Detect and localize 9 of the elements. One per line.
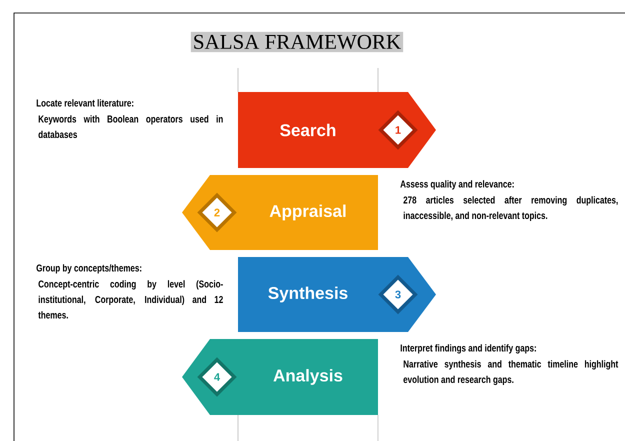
- description-heading: Group by concepts/themes:: [36, 264, 142, 274]
- description-heading: Interpret findings and identify gaps:: [400, 344, 536, 354]
- title: SALSA FRAMEWORK: [190, 32, 404, 52]
- description-text: Narrative synthesis and thematic timeline highlight evolution and research gaps.: [404, 360, 618, 386]
- description-text: Concept-centric coding by level (Socio-institutional, Corporate, Individual) and 12 themes.: [38, 280, 223, 319]
- description-text: 278 articles selected after removing duplicates, inaccessible, and non-relevant topics.: [403, 196, 618, 221]
- description-heading: Assess quality and relevance:: [400, 180, 514, 190]
- description-heading: Locate relevant literature:: [36, 99, 134, 107]
- description-text: Keywords with Boolean operators used in databases: [38, 115, 223, 138]
